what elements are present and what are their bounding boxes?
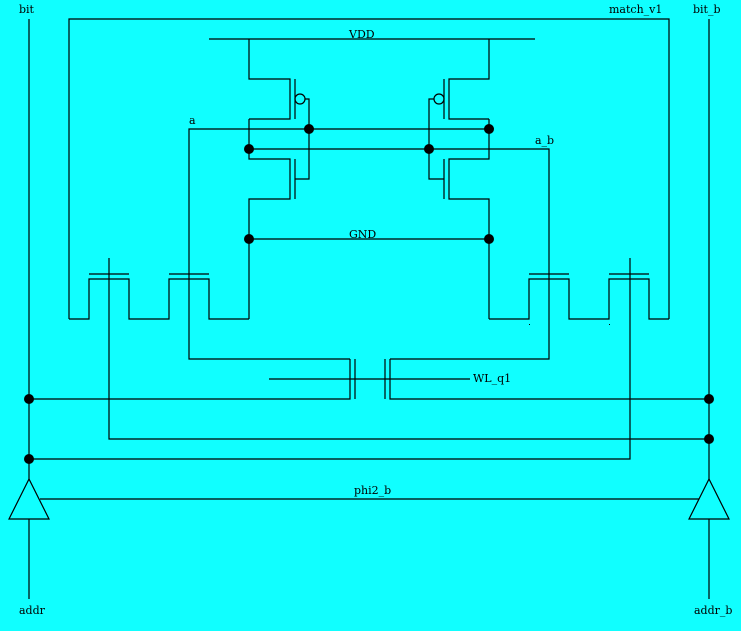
access-transistors [29, 359, 709, 400]
match-label: match_v1 [609, 3, 662, 16]
net-a-b [249, 148, 550, 360]
vdd-label: VDD [348, 28, 375, 41]
match-line [68, 18, 670, 319]
right-pmos-transistor [428, 39, 490, 180]
right-nmos-transistor [443, 119, 490, 319]
left-pmos-transistor [248, 39, 310, 180]
junction-nodes [24, 124, 714, 464]
net-a-b-label: a_b [535, 134, 554, 147]
addr-label: addr [19, 604, 46, 617]
bit-label: bit [19, 3, 35, 16]
bit-b-label: bit_b [693, 3, 721, 16]
gnd-label: GND [349, 228, 376, 241]
addr-b-label: addr_b [694, 604, 732, 617]
left-compare-transistors [69, 258, 709, 440]
addr-buffer-triangle [8, 477, 50, 520]
phi2-b-label: phi2_b [354, 484, 391, 497]
net-a [188, 128, 489, 360]
right-compare-transistors [29, 258, 669, 460]
wl-label: WL_q1 [473, 372, 511, 385]
net-a-label: a [189, 114, 196, 127]
